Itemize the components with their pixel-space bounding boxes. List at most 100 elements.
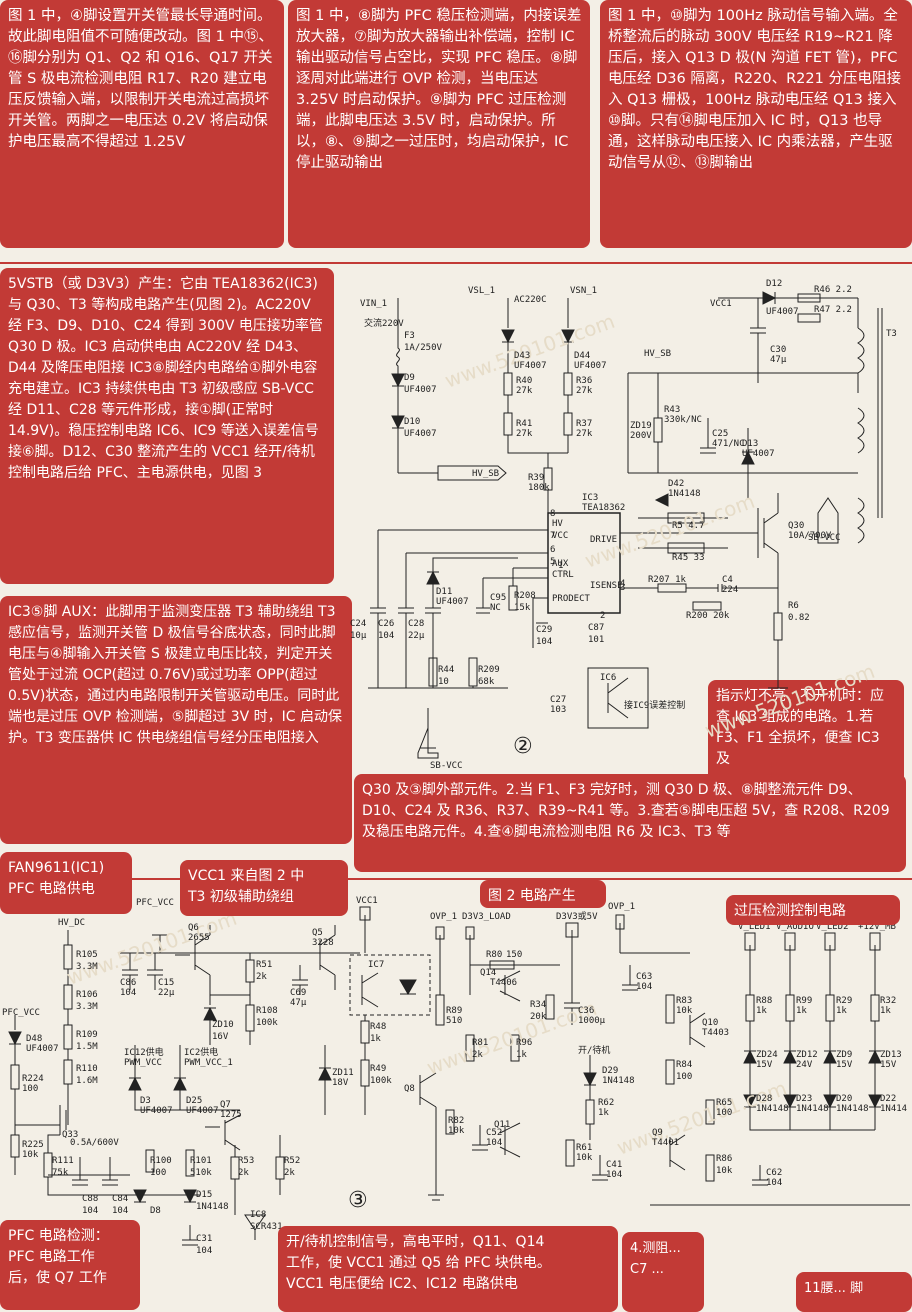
component-label: 47μ xyxy=(290,998,307,1008)
component-label: R49 xyxy=(370,1064,386,1074)
component-label: 104 xyxy=(766,1178,782,1188)
component-label: R5 4.7 xyxy=(672,521,705,531)
component-label: UF4007 xyxy=(514,361,547,371)
component-label: 10k xyxy=(22,1150,39,1160)
component-label: 1k xyxy=(880,1006,891,1016)
component-label: R52 xyxy=(284,1156,300,1166)
component-label: 24V xyxy=(796,1060,813,1070)
component-label: 10k xyxy=(576,1153,593,1163)
component-label: 2 xyxy=(600,611,605,621)
component-label: 10k xyxy=(448,1126,465,1136)
component-label: D3V3或5V xyxy=(556,910,598,922)
component-label: 100k xyxy=(256,1018,278,1028)
component-label: 104 xyxy=(120,988,136,998)
component-label: R89 xyxy=(446,1006,462,1016)
svg-text:www.520101.com: www.520101.com xyxy=(64,906,240,990)
callout-vcc1: VCC1 来自图 2 中 T3 初级辅助绕组 xyxy=(180,860,348,916)
callout-ovp: 过压检测控制电路 xyxy=(726,895,900,925)
component-label: 15V xyxy=(880,1060,897,1070)
component-label: ZD19 xyxy=(630,421,652,431)
component-label: ZD24 xyxy=(756,1050,778,1060)
component-label: PFC_VCC xyxy=(136,898,174,908)
component-label: D9 xyxy=(404,373,415,383)
component-label: 200V xyxy=(630,431,652,441)
component-label: C87 xyxy=(588,623,604,633)
component-label: UF4007 xyxy=(404,385,437,395)
component-label: 3.3M xyxy=(76,1002,98,1012)
component-label: 100 xyxy=(22,1084,38,1094)
component-label: C28 xyxy=(408,619,424,629)
component-label: D48 xyxy=(26,1034,42,1044)
component-label: 104 xyxy=(196,1246,212,1256)
component-label: IC12供电 xyxy=(124,1046,164,1058)
component-label: UF4007 xyxy=(436,597,469,607)
component-label: 1275 xyxy=(220,1110,242,1120)
component-label: UF4007 xyxy=(404,429,437,439)
component-label: 1000μ xyxy=(578,1016,606,1026)
component-label: 2655 xyxy=(188,933,210,943)
component-label: 1k xyxy=(370,1034,381,1044)
component-label: V_LED2 xyxy=(816,922,849,932)
component-label: C26 xyxy=(378,619,394,629)
component-label: 510 xyxy=(446,1016,462,1026)
component-label: IC8 xyxy=(250,1210,266,1220)
component-label: 10μ xyxy=(350,631,367,641)
component-label: 2k xyxy=(256,972,267,982)
component-label: ZD11 xyxy=(332,1068,354,1078)
component-label: 20k xyxy=(530,1012,547,1022)
component-label: 27k xyxy=(516,386,533,396)
component-label: SB-VCC xyxy=(430,761,463,771)
component-label: IC7 xyxy=(368,960,384,970)
component-label: 1 xyxy=(558,561,563,571)
component-label: C88 xyxy=(82,1194,98,1204)
component-label: T3 xyxy=(886,329,897,339)
component-label: C31 xyxy=(196,1234,212,1244)
component-label: C86 xyxy=(120,978,136,988)
component-label: D25 xyxy=(186,1096,202,1106)
component-label: C36 xyxy=(578,1006,594,1016)
component-label: 101 xyxy=(588,635,604,645)
component-label: R109 xyxy=(76,1030,98,1040)
component-label: 1N4148 xyxy=(836,1104,869,1114)
component-label: VCC xyxy=(552,531,568,541)
top-note-2: 图 1 中，⑧脚为 PFC 稳压检测端，内接误差放大器，⑦脚为放大器输出补偿端，… xyxy=(288,0,590,248)
component-label: IC6 xyxy=(600,673,616,683)
component-label: C25 xyxy=(712,429,728,439)
component-label: R44 xyxy=(438,665,454,675)
component-label: 交流220V xyxy=(364,317,404,329)
component-label: R61 xyxy=(576,1143,592,1153)
component-label: T4403 xyxy=(702,1028,729,1038)
component-label: ZD13 xyxy=(880,1050,902,1060)
component-label: 75k xyxy=(52,1168,69,1178)
component-label: D20 xyxy=(836,1094,852,1104)
component-label: VCC1 xyxy=(356,896,378,906)
component-label: C15 xyxy=(158,978,174,988)
component-label: 3 xyxy=(620,583,625,593)
component-label: 47μ xyxy=(770,355,787,365)
component-label: C62 xyxy=(766,1168,782,1178)
component-label: R88 xyxy=(756,996,772,1006)
component-label: R225 xyxy=(22,1140,44,1150)
top-note-3: 图 1 中，⑩脚为 100Hz 脉动信号输入端。全桥整流后的脉动 300V 电压… xyxy=(600,0,912,248)
component-label: HV xyxy=(552,519,563,529)
component-label: R47 2.2 xyxy=(814,305,852,315)
component-label: 104 xyxy=(112,1206,128,1216)
component-label: UF4007 xyxy=(766,307,799,317)
schematic-figure-2: www.520101.com www.520101.com www.520101… xyxy=(350,279,897,771)
component-label: 104 xyxy=(636,982,652,992)
component-label: 8 xyxy=(550,509,555,519)
component-label: IC2供电 xyxy=(184,1046,218,1058)
component-label: UF4007 xyxy=(26,1044,59,1054)
component-label: 1k xyxy=(516,1050,527,1060)
component-label: R207 1k xyxy=(648,575,687,585)
callout-tail-2: 11腰... 脚 xyxy=(796,1272,912,1312)
component-label: VSN_1 xyxy=(570,286,597,296)
component-label: R208 xyxy=(514,591,536,601)
component-label: 100 xyxy=(716,1108,732,1118)
component-label: Q7 xyxy=(220,1100,231,1110)
component-label: R84 xyxy=(676,1060,692,1070)
left-note-aux: IC3⑤脚 AUX：此脚用于监测变压器 T3 辅助绕组 T3 感应信号，监测开关… xyxy=(0,596,352,844)
top-note-1: 图 1 中，④脚设置开关管最长导通时间。故此脚电阻值不可随便改动。图 1 中⑮、… xyxy=(0,0,284,248)
component-label: TEA18362 xyxy=(582,503,625,513)
component-label: R39 xyxy=(528,473,544,483)
